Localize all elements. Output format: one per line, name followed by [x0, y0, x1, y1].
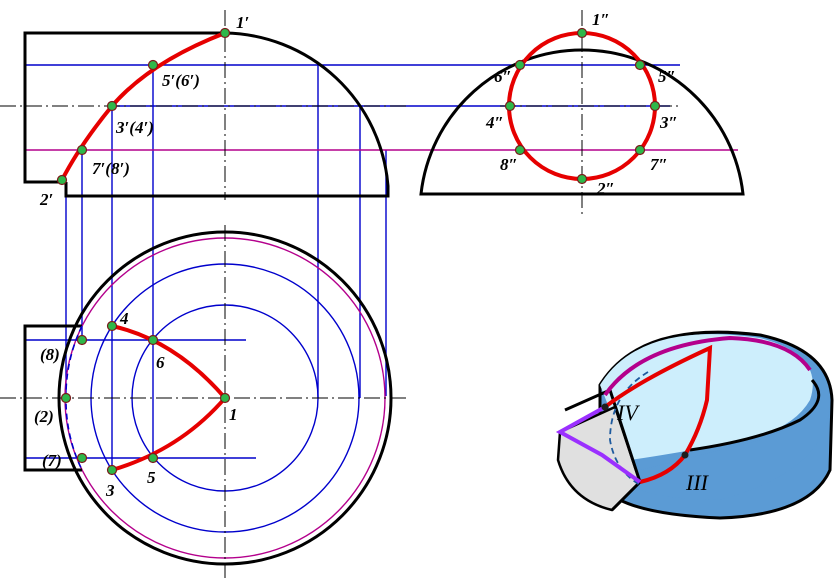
iso-magenta-arc	[603, 335, 812, 397]
iso-hidden-ellipse	[609, 371, 649, 486]
label-side-1: 1″	[592, 10, 610, 29]
label-front-78: 7′(8′)	[92, 159, 130, 178]
label-top-2: (2)	[34, 407, 54, 426]
label-top-8: (8)	[40, 345, 60, 364]
front-view-labels: 1′ 5′(6′) 3′(4′) 7′(8′) 2′	[39, 13, 249, 209]
iso-violet-section	[555, 405, 642, 484]
isometric-view	[555, 330, 834, 520]
label-iso-iv: IV	[616, 400, 640, 425]
label-front-2: 2′	[39, 190, 53, 209]
label-top-4: 4	[119, 309, 129, 328]
top-view-labels: 4 (8) 6 (2) 1 (7) 5 3	[34, 309, 238, 500]
side-view-labels: 1″ 6″ 5″ 4″ 3″ 8″ 7″ 2″	[485, 10, 678, 198]
iso-top-ellipse-edge	[689, 378, 821, 452]
label-front-1: 1′	[236, 13, 249, 32]
label-top-1: 1	[229, 405, 238, 424]
iso-inner-band	[640, 400, 830, 500]
side-view-outline	[419, 48, 745, 196]
label-top-6: 6	[156, 353, 165, 372]
label-side-4: 4″	[485, 113, 504, 132]
label-side-5: 5″	[658, 67, 676, 86]
iso-labels: IV III	[616, 400, 710, 495]
top-view-outline	[23, 230, 393, 566]
label-side-6: 6″	[494, 67, 512, 86]
label-front-56: 5′(6′)	[162, 71, 200, 90]
construction-points	[56, 27, 661, 476]
label-side-3: 3″	[659, 113, 678, 132]
iso-red-curve	[603, 344, 713, 484]
label-front-34: 3′(4′)	[115, 118, 154, 137]
label-top-7: (7)	[42, 451, 62, 470]
label-top-3: 3	[105, 481, 115, 500]
label-side-7: 7″	[650, 155, 668, 174]
front-view-outline	[23, 31, 390, 198]
label-side-2: 2″	[596, 179, 615, 198]
label-iso-iii: III	[685, 470, 710, 495]
label-top-5: 5	[147, 468, 156, 487]
label-side-8: 8″	[500, 155, 518, 174]
